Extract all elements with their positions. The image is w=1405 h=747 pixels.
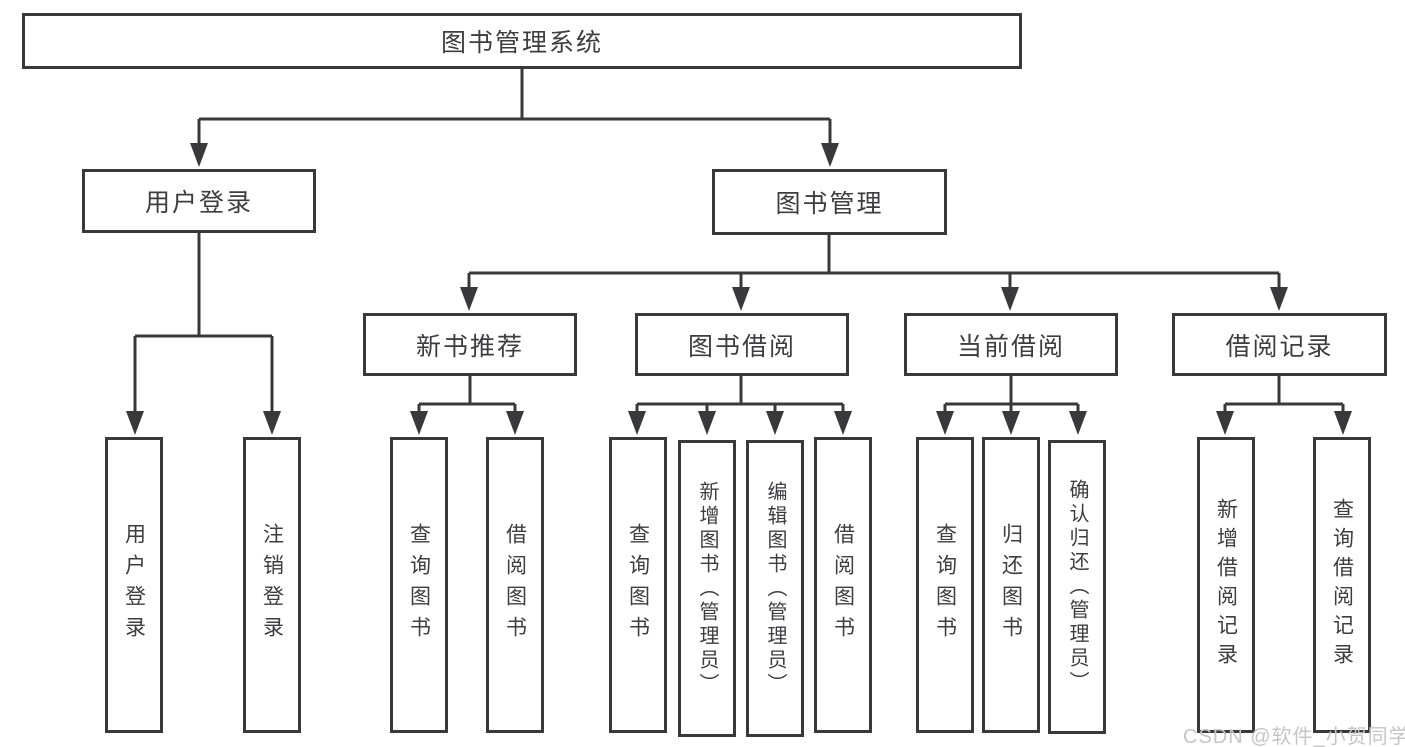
leaf-add-borrow-record: 新增借阅记录 [1197,437,1255,733]
leaf-query-books-current: 查询图书 [916,437,974,733]
csdn-watermark: CSDN @软件_小贺同学 [1183,726,1405,747]
node-book-borrowing-label: 图书借阅 [687,332,796,361]
leaf-user-login: 用户登录 [105,437,163,733]
node-borrowing-records-label: 借阅记录 [1225,332,1334,361]
leaf-borrow-books-recommend: 借阅图书 [486,437,544,733]
node-book-borrowing: 图书借阅 [635,313,849,376]
node-user-login: 用户登录 [82,169,316,233]
node-root: 图书管理系统 [22,13,1022,69]
node-root-label: 图书管理系统 [440,29,603,57]
leaf-borrow-books: 借阅图书 [814,437,872,733]
node-new-book-recommend-label: 新书推荐 [415,332,524,361]
node-borrowing-records: 借阅记录 [1172,313,1387,376]
node-new-book-recommend: 新书推荐 [363,313,577,376]
leaf-query-books-recommend: 查询图书 [390,437,448,733]
leaf-confirm-return-admin: 确认归还（管理员） [1048,440,1106,734]
node-book-management-label: 图书管理 [775,190,884,218]
leaf-add-books-admin: 新增图书（管理员） [678,440,736,737]
node-current-borrowing: 当前借阅 [904,313,1118,376]
node-book-management: 图书管理 [712,169,947,235]
leaf-query-borrow-record: 查询借阅记录 [1313,437,1371,733]
leaf-return-books: 归还图书 [982,437,1040,733]
node-current-borrowing-label: 当前借阅 [956,332,1065,361]
leaf-edit-books-admin: 编辑图书（管理员） [746,440,804,737]
leaf-query-books-borrow: 查询图书 [609,437,667,733]
leaf-logout: 注销登录 [243,437,301,733]
node-user-login-label: 用户登录 [144,189,253,217]
